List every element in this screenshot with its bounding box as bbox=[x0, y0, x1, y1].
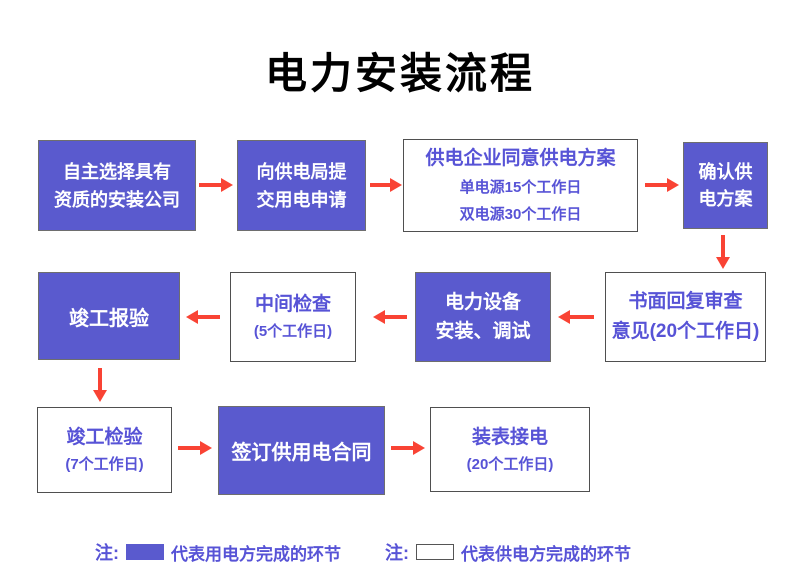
step-label-line: 单电源15个工作日 bbox=[459, 179, 582, 196]
step-sign-supply-contract: 签订供用电合同 bbox=[218, 406, 385, 495]
step-label-line: 竣工报验 bbox=[69, 307, 149, 330]
page-title: 电力安装流程 bbox=[264, 50, 535, 97]
step-select-installer: 自主选择具有 资质的安装公司 bbox=[38, 140, 196, 231]
step-label-line: 电力设备 bbox=[444, 292, 521, 313]
arrow-right-icon bbox=[178, 441, 212, 455]
step-label-line: 电方案 bbox=[698, 188, 753, 209]
step-label-line: 双电源30个工作日 bbox=[459, 206, 582, 223]
purple-swatch-icon bbox=[126, 544, 164, 560]
arrow-down-icon bbox=[716, 235, 730, 269]
step-completion-report: 竣工报验 bbox=[38, 272, 180, 360]
step-label-line: 交用电申请 bbox=[256, 189, 347, 210]
arrow-left-icon bbox=[373, 310, 407, 324]
step-label-line: 书面回复审查 bbox=[628, 291, 743, 312]
step-label-line: (5个工作日) bbox=[253, 323, 333, 340]
arrow-right-icon bbox=[391, 441, 425, 455]
arrow-down-icon bbox=[93, 368, 107, 402]
step-utility-approves-plan: 供电企业同意供电方案 单电源15个工作日 双电源30个工作日 bbox=[403, 139, 638, 232]
step-label-line: (20个工作日) bbox=[466, 455, 554, 473]
legend-note-prefix: 注: bbox=[385, 543, 409, 563]
legend-note-prefix: 注: bbox=[95, 543, 119, 563]
step-label-line: 供电企业同意供电方案 bbox=[425, 148, 616, 169]
step-submit-application: 向供电局提 交用电申请 bbox=[237, 140, 366, 231]
step-confirm-plan: 确认供 电方案 bbox=[683, 142, 768, 229]
step-label-line: 签订供用电合同 bbox=[231, 442, 372, 464]
legend-consumer-note: 注: 代表用电方完成的环节 bbox=[95, 539, 341, 565]
step-label-line: 装表接电 bbox=[471, 426, 548, 448]
step-equipment-install-debug: 电力设备 安装、调试 bbox=[415, 272, 551, 362]
legend-supplier-note: 注: 代表供电方完成的环节 bbox=[385, 539, 631, 565]
legend-note-label: 代表供电方完成的环节 bbox=[461, 544, 631, 564]
step-completion-inspection: 竣工检验 (7个工作日) bbox=[37, 407, 172, 493]
step-intermediate-inspection: 中间检查 (5个工作日) bbox=[230, 272, 356, 362]
step-label-line: 中间检查 bbox=[254, 294, 331, 315]
step-label-line: 安装、调试 bbox=[435, 321, 531, 342]
step-label-line: 自主选择具有 bbox=[63, 161, 171, 182]
step-label-line: 竣工检验 bbox=[66, 427, 143, 448]
arrow-left-icon bbox=[186, 310, 220, 324]
arrow-right-icon bbox=[645, 178, 679, 192]
step-label-line: 向供电局提 bbox=[256, 161, 347, 182]
white-swatch-icon bbox=[416, 544, 454, 560]
step-label-line: 资质的安装公司 bbox=[54, 189, 180, 210]
legend-note-label: 代表用电方完成的环节 bbox=[171, 544, 341, 564]
step-meter-install-connect: 装表接电 (20个工作日) bbox=[430, 407, 590, 492]
step-label-line: (7个工作日) bbox=[65, 456, 144, 473]
arrow-right-icon bbox=[370, 178, 402, 192]
step-label-line: 确认供 bbox=[698, 161, 753, 182]
arrow-left-icon bbox=[558, 310, 594, 324]
step-written-review-reply: 书面回复审查 意见(20个工作日) bbox=[605, 272, 766, 362]
arrow-right-icon bbox=[199, 178, 233, 192]
step-label-line: 意见(20个工作日) bbox=[611, 321, 760, 342]
